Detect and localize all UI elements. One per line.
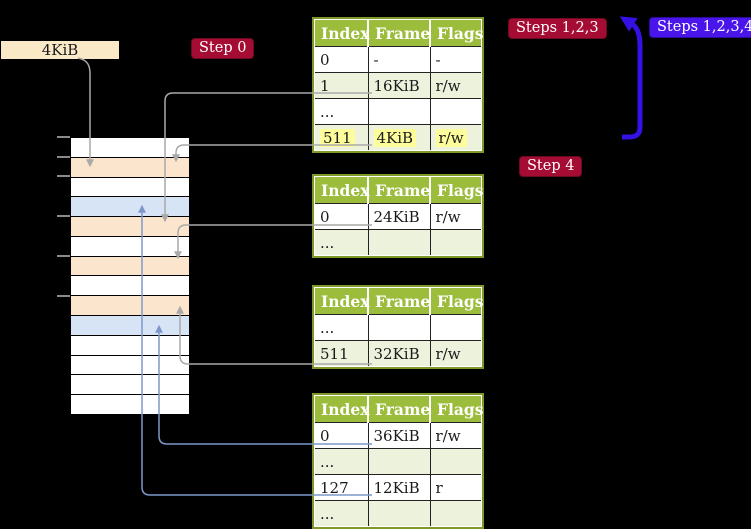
cell-frame: 36KiB [367,422,430,449]
table-row: 127 12KiB r [315,474,481,501]
cell-flags: - [429,46,481,73]
table-row: 0 - - [315,46,481,73]
cell-index: 511 [315,124,368,150]
table-row: ... [315,98,481,125]
memory-frame-blue [71,315,189,335]
badge-steps-1-2-3-4: Steps 1,2,3,4 [649,17,751,38]
memory-frame-white [71,374,189,395]
memory-tick [57,215,70,217]
memory-frame-peach [71,295,189,316]
cell-frame [367,448,430,475]
table-header-row: Index Frame Flags [315,20,484,47]
arrow-steps-loop [619,16,643,140]
column-header-flags: Flags [429,177,484,204]
table-row: 511 32KiB r/w [315,340,481,366]
cell-flags: r/w [429,203,481,230]
cell-index: 0 [315,422,368,449]
table-header-row: Index Frame Flags [315,177,484,204]
memory-frame-peach [71,255,189,276]
cell-frame: 4KiB [367,124,430,150]
column-header-frame: Frame [367,288,430,315]
page-table-third: Index Frame Flags ... 511 32KiB r/w [312,285,484,369]
cell-index: 0 [315,46,368,73]
table-header-row: Index Frame Flags [315,396,484,423]
column-header-index: Index [315,396,369,423]
cell-flags [429,98,481,125]
column-header-flags: Flags [429,396,484,423]
cell-frame [367,98,430,125]
page-table-top: Index Frame Flags 0 - - 1 16KiB r/w ... … [312,17,484,153]
memory-tick [57,255,70,257]
table-row: ... [315,229,481,255]
memory-frame-white [71,275,189,296]
column-header-index: Index [315,177,369,204]
memory-frame-white [71,354,189,375]
badge-step-0: Step 0 [191,38,255,59]
memory-frame-white [71,235,189,256]
cell-frame: 24KiB [367,203,430,230]
memory-frame-peach [71,156,189,177]
page-table-bottom: Index Frame Flags 0 36KiB r/w ... 127 12… [312,393,484,529]
column-header-frame: Frame [367,20,430,47]
table-row: ... [315,314,481,341]
column-header-flags: Flags [429,20,484,47]
table-row: 0 36KiB r/w [315,422,481,449]
cell-flags: r [429,474,481,501]
highlighted-value: 511 [320,128,355,147]
column-header-index: Index [315,20,369,47]
cell-frame [367,500,430,526]
cell-frame [367,314,430,341]
cell-flags: r/w [429,422,481,449]
frame-size-label-box: 4KiB [1,41,119,59]
memory-frame-white [71,138,189,157]
cell-index: 127 [315,474,368,501]
cell-index: ... [315,229,368,255]
table-row: 0 24KiB r/w [315,203,481,230]
cell-index: 511 [315,340,368,366]
table-row: ... [315,500,481,526]
memory-frame-white [71,394,189,414]
cell-frame: 16KiB [367,72,430,99]
memory-frame-blue [71,196,189,217]
memory-tick [57,295,70,297]
memory-frame-white [71,334,189,355]
cell-frame: 12KiB [367,474,430,501]
cell-flags [429,448,481,475]
cell-frame: - [367,46,430,73]
badge-steps-1-2-3: Steps 1,2,3 [508,18,607,39]
cell-flags: r/w [429,340,481,366]
cell-index: ... [315,500,368,526]
memory-tick [57,156,70,158]
table-row-highlighted: 511 4KiB r/w [315,124,481,150]
memory-frame-white [71,176,189,197]
cell-flags [429,500,481,526]
column-header-frame: Frame [367,396,430,423]
highlighted-value: r/w [435,128,467,147]
memory-tick [57,136,70,138]
cell-index: ... [315,314,368,341]
cell-frame [367,229,430,255]
cell-flags [429,314,481,341]
page-table-second: Index Frame Flags 0 24KiB r/w ... [312,174,484,258]
cell-flags: r/w [429,72,481,99]
column-header-index: Index [315,288,369,315]
table-row: ... [315,448,481,475]
badge-step-4: Step 4 [519,156,583,177]
physical-memory-stripe [70,137,190,415]
highlighted-value: 4KiB [373,128,417,147]
cell-frame: 32KiB [367,340,430,366]
column-header-frame: Frame [367,177,430,204]
table-row: 1 16KiB r/w [315,72,481,99]
cell-flags: r/w [429,124,481,150]
memory-frame-peach [71,216,189,236]
column-header-flags: Flags [429,288,484,315]
cell-index: 0 [315,203,368,230]
cell-index: ... [315,98,368,125]
cell-index: ... [315,448,368,475]
cell-flags [429,229,481,255]
table-header-row: Index Frame Flags [315,288,484,315]
cell-index: 1 [315,72,368,99]
memory-tick [57,175,70,177]
